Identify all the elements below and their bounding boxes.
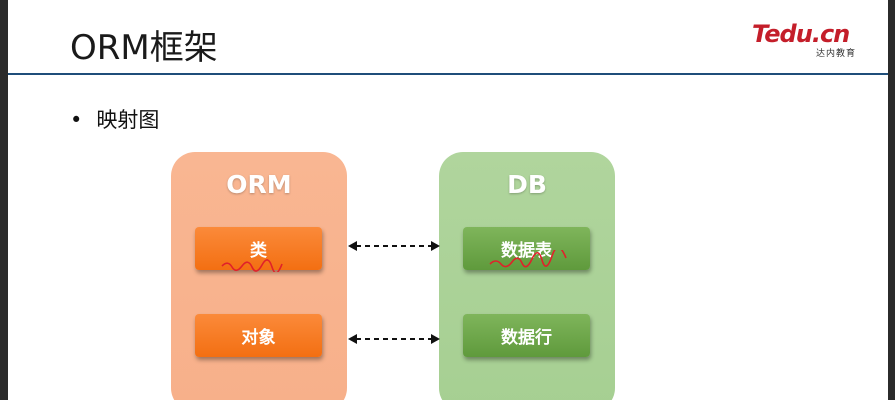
db-panel-title: DB [507, 170, 547, 199]
db-panel: DB [439, 152, 615, 400]
bullet-item: • 映射图 [70, 104, 159, 134]
slide-title: ORM框架 [70, 28, 218, 68]
db-item-row: 数据行 [463, 314, 590, 357]
title-divider [8, 73, 888, 75]
orm-item-object: 对象 [195, 314, 322, 357]
bullet-dot-icon: • [70, 108, 83, 132]
logo-subtext: 达内教育 [815, 49, 856, 59]
db-item-table: 数据表 [463, 227, 590, 270]
mapping-arrow-object-row [348, 334, 440, 344]
orm-panel-title: ORM [226, 170, 292, 199]
tedu-logo: Tedu.cn 达内教育 [752, 20, 862, 60]
logo-text: Tedu.cn [752, 20, 850, 48]
slide: ORM框架 Tedu.cn 达内教育 •映射图 ORM 类 对象 DB 数据表 … [8, 0, 888, 400]
bullet-text: 映射图 [96, 108, 160, 132]
orm-item-class: 类 [195, 227, 322, 270]
mapping-arrow-class-table [348, 241, 440, 251]
orm-panel: ORM [171, 152, 347, 400]
